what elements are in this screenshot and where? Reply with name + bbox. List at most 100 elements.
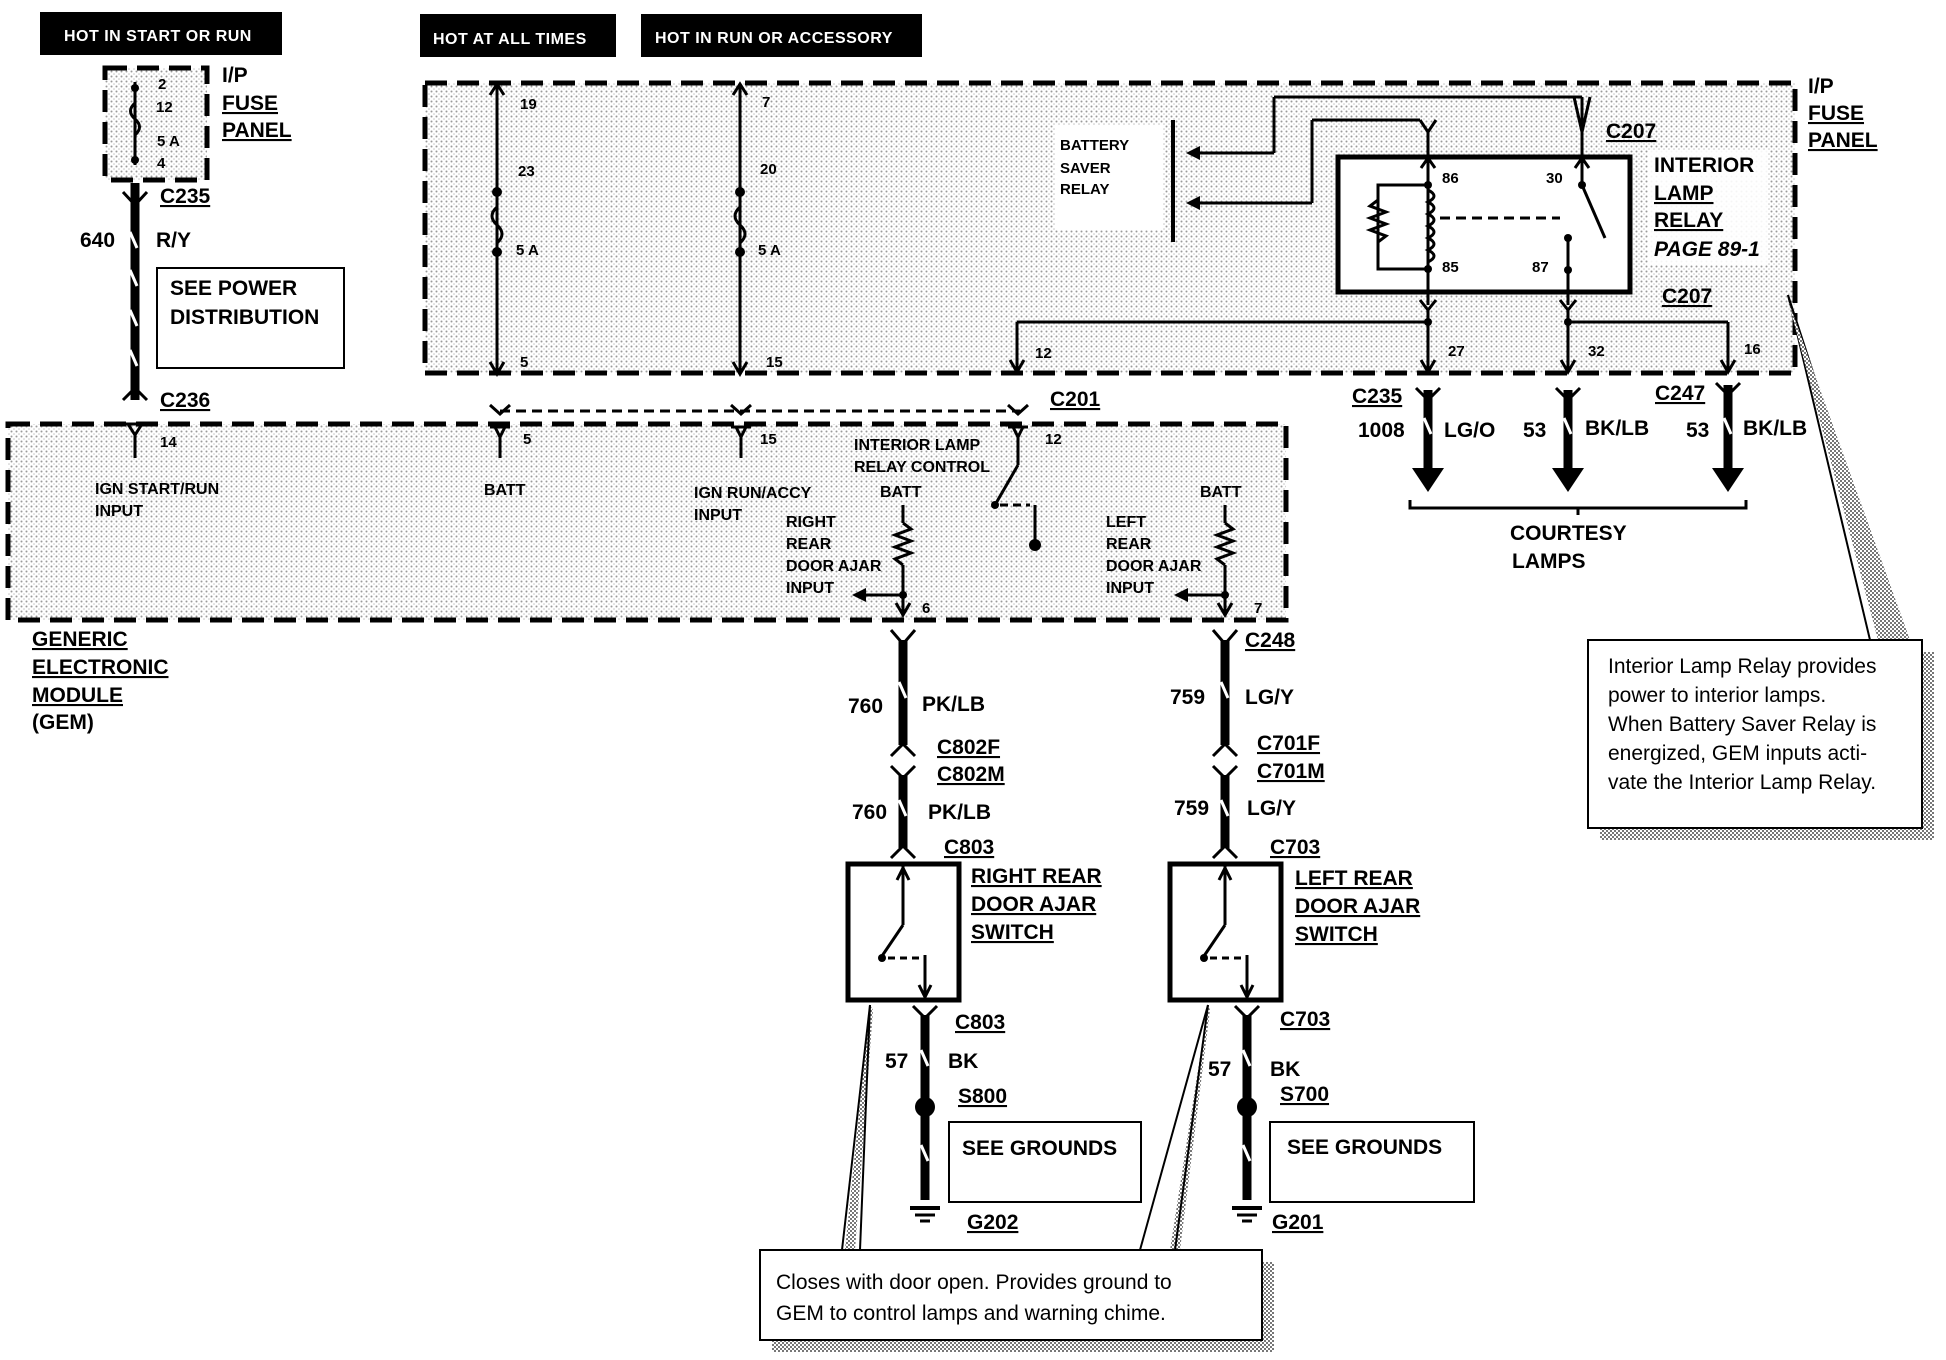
header-hot-run-accessory: HOT IN RUN OR ACCESSORY — [641, 14, 922, 57]
lr-wire-color-top: LG/Y — [1245, 686, 1294, 709]
gem-pin-5: 5 — [523, 431, 531, 448]
gem-pin-7: 7 — [1254, 600, 1262, 617]
gem-pin-14: 14 — [160, 434, 177, 451]
c236-label: C236 — [160, 389, 210, 412]
left-fuse-panel: 2 12 5 A 4 I/P FUSE PANEL — [102, 64, 292, 183]
lr-pullup-resistor-icon — [1212, 521, 1238, 567]
lr-input-l2: REAR — [1106, 536, 1152, 553]
lr-see-grounds: SEE GROUNDS — [1287, 1136, 1442, 1159]
out-pin-32: 32 — [1588, 343, 1605, 360]
lr-input-l4: INPUT — [1106, 580, 1154, 597]
rr-see-grounds: SEE GROUNDS — [962, 1137, 1117, 1160]
c235-left-label: C235 — [160, 185, 211, 208]
out-pin-12: 12 — [1035, 345, 1052, 362]
lr-batt-label: BATT — [1200, 484, 1242, 501]
fuse-a-num: 23 — [518, 163, 535, 180]
right-fuse-title-1: I/P — [1808, 75, 1834, 98]
c207-bottom-label: C207 — [1662, 285, 1712, 308]
relay-page-ref: PAGE 89-1 — [1654, 238, 1760, 261]
header-hot-start-run: HOT IN START OR RUN — [40, 12, 282, 55]
relay-title-1: INTERIOR — [1654, 154, 1754, 177]
wire-53b-num: 53 — [1686, 419, 1709, 442]
c701m-label: C701M — [1257, 760, 1325, 783]
wire-640-color: R/Y — [156, 229, 191, 252]
rr-switch-l2: DOOR AJAR — [971, 893, 1096, 916]
lr-gnd-wire-color: BK — [1270, 1058, 1300, 1081]
courtesy-lamps-circuit: C235 C247 1008 LG/O 53 BK/LB 53 BK/LB CO… — [1352, 381, 1807, 573]
left-fuse-box — [102, 65, 210, 183]
c802f-label: C802F — [937, 736, 1000, 759]
switch-note-l2: GEM to control lamps and warning chime. — [776, 1302, 1166, 1325]
switch-note-box — [759, 1249, 1263, 1341]
relay-ctrl-l2: RELAY CONTROL — [854, 459, 990, 476]
rr-wire-color-bot: PK/LB — [928, 801, 991, 824]
c701f-label: C701F — [1257, 732, 1320, 755]
c802m-label: C802M — [937, 763, 1005, 786]
rr-see-grounds-box — [948, 1121, 1142, 1203]
left-fuse-rating: 5 A — [157, 133, 180, 150]
see-power-l2: DISTRIBUTION — [170, 306, 319, 329]
wire-1008-num: 1008 — [1358, 419, 1405, 442]
relay-note-box — [1587, 639, 1923, 829]
g202-label: G202 — [967, 1211, 1018, 1234]
gem-title-3: MODULE — [32, 684, 123, 707]
lr-input-l1: LEFT — [1106, 514, 1146, 531]
see-power-distribution-box — [156, 267, 345, 369]
ign-run-l1: IGN RUN/ACCY — [694, 485, 812, 502]
header-hot-all-times: HOT AT ALL TIMES — [420, 14, 616, 57]
lr-switch-l2: DOOR AJAR — [1295, 895, 1420, 918]
relay-note-callout: Interior Lamp Relay provides power to in… — [1587, 294, 1934, 840]
gem-pin-6: 6 — [922, 600, 930, 617]
c703-bottom-label: C703 — [1280, 1008, 1330, 1031]
gem-box — [5, 421, 1289, 623]
wire-1008-color: LG/O — [1444, 419, 1495, 442]
fuse-icon — [129, 101, 141, 137]
rr-pullup-resistor-icon — [890, 521, 916, 567]
relay-pin-85: 85 — [1442, 259, 1459, 276]
lr-wire-num-bot: 759 — [1174, 797, 1209, 820]
rr-gnd-wire-num: 57 — [885, 1050, 908, 1073]
left-fuse-title-2: FUSE — [222, 92, 278, 115]
fuse-b-pin-top: 7 — [762, 94, 770, 111]
rr-gnd-wire-color: BK — [948, 1050, 978, 1073]
relay-pin-87: 87 — [1532, 259, 1549, 276]
c207-top-label: C207 — [1606, 120, 1656, 143]
gem-title-2: ELECTRONIC — [32, 656, 169, 679]
right-fuse-panel: I/P FUSE PANEL 19 23 5 A 5 7 20 5 A 15 B… — [422, 75, 1878, 377]
courtesy-label-l1: COURTESY — [1510, 522, 1627, 545]
relay-note-l5: vate the Interior Lamp Relay. — [1608, 771, 1876, 794]
right-fuse-title-3: PANEL — [1808, 129, 1878, 152]
relay-coil-icon — [1424, 188, 1436, 264]
gem-pin-15: 15 — [760, 431, 777, 448]
gem-module: C201 14 IGN START/RUN INPUT 5 BATT 15 IG… — [5, 388, 1289, 734]
right-fuse-title-2: FUSE — [1808, 102, 1864, 125]
circuit-640: C235 640 R/Y SEE POWER DISTRIBUTION C236 — [80, 183, 345, 435]
relay-coil-resistor-icon — [1365, 198, 1391, 244]
rr-wire-num-top: 760 — [848, 695, 883, 718]
left-fuse-pin-top: 2 — [158, 76, 166, 93]
lr-wire-color-bot: LG/Y — [1247, 797, 1296, 820]
relay-pin-30: 30 — [1546, 170, 1563, 187]
relay-note-l4: energized, GEM inputs acti- — [1608, 742, 1867, 765]
rr-switch-l1: RIGHT REAR — [971, 865, 1102, 888]
fuse-20-icon — [733, 205, 747, 245]
lr-wire-num-top: 759 — [1170, 686, 1205, 709]
right-rear-door-circuit: 760 PK/LB C802F C802M 760 PK/LB C803 RIG… — [845, 629, 1142, 1234]
rr-wire-num-bot: 760 — [852, 801, 887, 824]
switch-note-l1: Closes with door open. Provides ground t… — [776, 1271, 1172, 1294]
lr-switch-l1: LEFT REAR — [1295, 867, 1413, 890]
header-hot-all-times-text: HOT AT ALL TIMES — [433, 31, 587, 48]
left-rear-door-circuit: C248 759 LG/Y C701F C701M 759 LG/Y C703 … — [1167, 629, 1475, 1234]
out-pin-16: 16 — [1744, 341, 1761, 358]
fuse-a-pin-top: 19 — [520, 96, 537, 113]
courtesy-lamps-bracket — [1408, 500, 1748, 510]
fuse-b-pin-bottom: 15 — [766, 354, 783, 371]
left-fuse-num: 12 — [156, 99, 173, 116]
out-pin-27: 27 — [1448, 343, 1465, 360]
fuse-b-rating: 5 A — [758, 242, 781, 259]
fuse-23-icon — [490, 205, 504, 245]
lr-gnd-wire-num: 57 — [1208, 1058, 1231, 1081]
c247-label: C247 — [1655, 382, 1705, 405]
rr-batt-label: BATT — [880, 484, 922, 501]
